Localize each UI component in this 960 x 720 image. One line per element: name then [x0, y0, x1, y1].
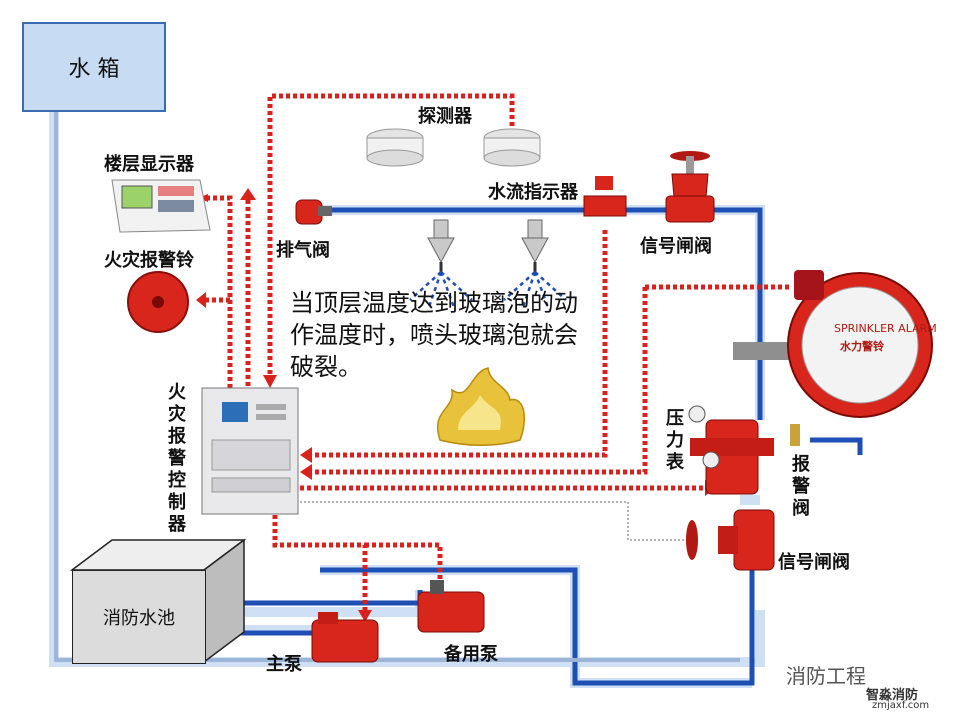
sprinkler-head-icon [521, 219, 549, 272]
sprinkler-head-icon [427, 219, 455, 272]
fire-pool: 消防水池 [72, 570, 206, 664]
fire-pool-label: 消防水池 [103, 608, 175, 629]
water-spray [409, 271, 567, 311]
alarm-valve-icon [688, 405, 800, 495]
fire-alarm-controller-icon [201, 387, 299, 515]
callout-text: 当顶层温度达到玻璃泡的动作温度时，喷头玻璃泡就会破裂。 [290, 289, 578, 381]
standby-pump-label: 备用泵 [444, 644, 498, 665]
signal-line-display [206, 195, 233, 303]
signal-gate-valve-icon [686, 509, 775, 571]
hydraulic-alarm-bell-icon [787, 270, 933, 418]
signal-gate-valve-icon [665, 151, 715, 223]
watermark-site: zmjaxf.com [872, 700, 930, 711]
main-pump-label: 主泵 [266, 654, 302, 675]
flow-indicator-icon [583, 176, 627, 217]
fire-flame-icon [437, 367, 526, 446]
pressure-gauge-label: 压力表 [666, 408, 684, 473]
water-pipes [49, 110, 863, 688]
alarm-valve-label: 报警阀 [792, 454, 810, 519]
floor-display-icon [111, 179, 211, 233]
watermark-brand: 消防工程 [786, 664, 866, 688]
watermark-sub: 智淼消防 [866, 688, 919, 703]
thin-wire [300, 501, 690, 541]
water-tank: 水 箱 [22, 22, 166, 112]
fire-bell-icon [127, 271, 189, 333]
vent-valve-icon [295, 199, 332, 225]
signal-valve-top-label: 信号闸阀 [640, 236, 712, 257]
alarm-bell-cn-text: 水力警铃 [840, 340, 884, 353]
flow-indicator-label: 水流指示器 [488, 182, 578, 203]
fire-bell-label: 火灾报警铃 [104, 250, 194, 271]
fire-controller-label: 火灾报警控制器 [168, 382, 186, 535]
smoke-detector-icon [366, 128, 424, 167]
standby-pump-icon [417, 580, 485, 633]
main-pump-icon [311, 612, 379, 663]
water-tank-label: 水 箱 [68, 57, 120, 82]
smoke-detector-icon [483, 128, 541, 167]
signal-lines [227, 93, 790, 610]
alarm-bell-en-text: SPRINKLER ALARM [834, 322, 937, 335]
floor-display-label: 楼层显示器 [104, 154, 194, 175]
signal-valve-bottom-label: 信号闸阀 [778, 552, 850, 573]
detectors-label: 探测器 [418, 106, 472, 127]
vent-valve-label: 排气阀 [276, 240, 330, 261]
